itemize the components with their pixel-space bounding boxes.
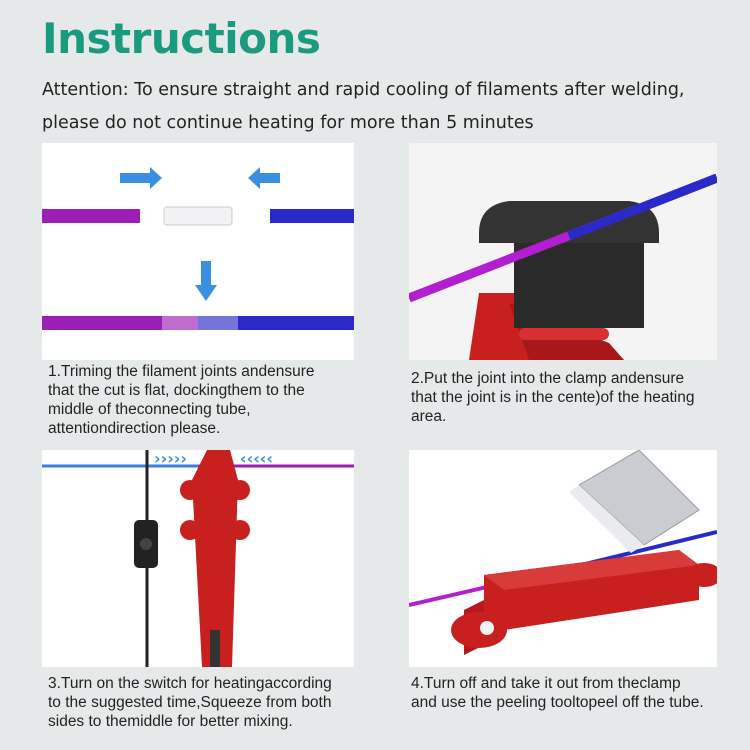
caption-line: area. xyxy=(411,408,447,425)
step-2-image xyxy=(409,143,717,360)
caption-line: sides to themiddle for better mixing. xyxy=(48,713,293,730)
left-arrow-icon xyxy=(248,167,280,189)
step-4-caption: 4.Turn off and take it out from theclamp… xyxy=(411,674,704,712)
step-1-caption: 1.Triming the filament joints andensure … xyxy=(48,362,315,438)
caption-line: that the joint is in the cente)of the he… xyxy=(411,389,695,406)
caption-line: 1.Triming the filament joints andensure xyxy=(48,363,315,380)
svg-text:‹‹‹‹‹: ‹‹‹‹‹ xyxy=(240,450,273,468)
attention-line-1: Attention: To ensure straight and rapid … xyxy=(42,80,685,100)
caption-line: 3.Turn on the switch for heatingaccordin… xyxy=(48,675,332,692)
caption-line: to the suggested time,Squeeze from both xyxy=(48,694,332,711)
caption-line: 4.Turn off and take it out from theclamp xyxy=(411,675,681,692)
right-arrow-icon xyxy=(120,167,162,189)
down-arrow-icon xyxy=(195,261,217,301)
attention-line-2: please do not continue heating for more … xyxy=(42,113,534,133)
caption-line: attentiondirection please. xyxy=(48,420,221,437)
step-2-caption: 2.Put the joint into the clamp andensure… xyxy=(411,369,695,426)
caption-line: and use the peeling tooltopeel off the t… xyxy=(411,694,704,711)
step-4-image xyxy=(409,450,717,667)
svg-text:›››››: ››››› xyxy=(154,450,187,468)
step-1-image xyxy=(42,143,354,360)
caption-line: 2.Put the joint into the clamp andensure xyxy=(411,370,685,387)
caption-line: middle of theconnecting tube, xyxy=(48,401,251,418)
caption-line: that the cut is flat, dockingthem to the xyxy=(48,382,305,399)
step-3-caption: 3.Turn on the switch for heatingaccordin… xyxy=(48,674,332,731)
page-title: Instructions xyxy=(42,14,321,63)
step-3-image: ››››› ‹‹‹‹‹ xyxy=(42,450,354,667)
